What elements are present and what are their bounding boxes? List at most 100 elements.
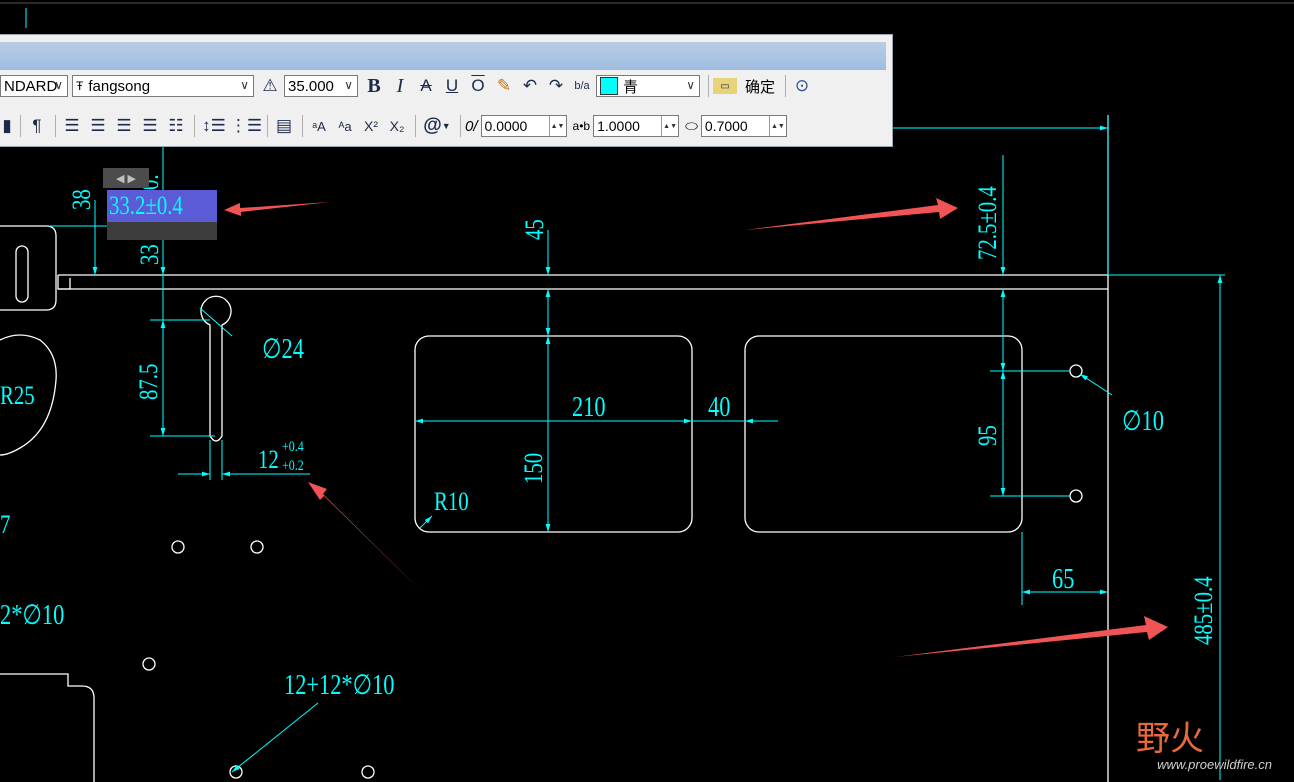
editor-nav-handle[interactable]: ◀ ▶ (103, 168, 149, 188)
dim-72: 72.5±0.4 (974, 186, 1003, 260)
height-value: 35.000 (288, 77, 334, 95)
color-select[interactable]: 青 ∨ (596, 75, 700, 97)
dim-65: 65 (1052, 564, 1074, 595)
separator (415, 115, 416, 137)
style-select[interactable]: NDARD ∨ (0, 75, 68, 97)
width-factor-icon: ⬭ (685, 117, 698, 135)
bold-button[interactable]: B (367, 74, 381, 97)
dim-10: ∅10 (1122, 406, 1164, 437)
dim-2x10: 2*∅10 (0, 600, 64, 631)
italic-button[interactable]: I (396, 74, 404, 97)
separator (708, 75, 709, 97)
separator (302, 115, 303, 137)
spinner-icon[interactable]: ▲▼ (661, 116, 678, 136)
chevron-down-icon: ▼ (441, 121, 451, 131)
watermark-url: www.proewildfire.cn (1157, 757, 1272, 772)
line-spacing-icon[interactable]: ↕☰ (202, 116, 226, 135)
red-arrow-3 (308, 482, 420, 590)
style-value: NDARD (4, 77, 58, 95)
separator (460, 115, 461, 137)
separator (20, 115, 21, 137)
width-factor-value: 0.7000 (704, 118, 748, 134)
font-select[interactable]: Ŧ fangsong ∨ (72, 75, 254, 97)
dim-12: 12 (258, 446, 279, 475)
dimension-lines (50, 115, 1225, 780)
separator (194, 115, 195, 137)
dim-485: 485±0.4 (1190, 576, 1219, 645)
align-left-icon[interactable]: ☰ (64, 116, 80, 135)
paragraph-icon[interactable]: ¶ (32, 116, 42, 135)
oblique-angle-input[interactable]: 0.0000 ▲▼ (480, 115, 567, 137)
spinner-icon[interactable]: ▲▼ (768, 116, 786, 136)
strikethrough-button[interactable]: A (420, 76, 432, 95)
editor-text-field[interactable]: 33.2±0.4 (107, 190, 217, 222)
text-height-select[interactable]: 35.000 ∨ (284, 75, 358, 97)
editor-resize-strip[interactable] (107, 222, 217, 240)
spinner-icon[interactable]: ▲▼ (548, 116, 566, 136)
toolbar-row-1: NDARD ∨ Ŧ fangsong ∨ ⚠ 35.000 ∨ B I A U … (0, 72, 816, 100)
lowercase-icon[interactable]: ᴬa (338, 118, 352, 134)
annotative-icon[interactable]: ⚠ (262, 76, 278, 95)
subscript-button[interactable]: X₂ (389, 118, 405, 134)
watermark-cn: 野火 (1136, 719, 1204, 759)
top-ruler (0, 2, 1294, 28)
red-arrow-1 (224, 202, 330, 216)
redo-icon[interactable]: ↷ (548, 76, 564, 95)
oblique-label: 0/ (465, 117, 478, 135)
annotation-arrows (224, 198, 1168, 657)
separator (267, 115, 268, 137)
ruler-icon[interactable]: ▭ (713, 78, 737, 94)
dim-r10: R10 (434, 488, 469, 517)
justify-icon[interactable]: ☰ (142, 116, 158, 135)
text-formatting-toolbar: NDARD ∨ Ŧ fangsong ∨ ⚠ 35.000 ∨ B I A U … (0, 34, 893, 147)
dim-7: 7 (0, 511, 11, 540)
dim-24: ∅24 (262, 334, 304, 365)
chevron-down-icon: ∨ (54, 78, 63, 92)
red-arrow-2 (745, 198, 958, 230)
chevron-down-icon: ∨ (344, 78, 353, 92)
overline-button[interactable]: O (471, 76, 485, 95)
mtext-editor[interactable]: ◀ ▶ 33.2±0.4 (103, 168, 217, 240)
tracking-value: 1.0000 (597, 118, 640, 134)
chevron-down-icon: ∨ (240, 78, 249, 92)
chevron-down-icon: ∨ (686, 78, 695, 92)
tracking-label: a•b (572, 119, 591, 133)
align-right-icon[interactable]: ☰ (116, 116, 132, 135)
underline-button[interactable]: U (445, 76, 459, 95)
dim-150: 150 (520, 453, 549, 484)
color-swatch (600, 77, 618, 95)
columns-icon[interactable]: ▮ (2, 116, 12, 135)
dim-95: 95 (974, 425, 1003, 446)
font-type-icon: Ŧ (76, 79, 84, 93)
editor-text[interactable]: 33.2±0.4 (109, 191, 183, 220)
ok-button[interactable]: 确定 (745, 78, 776, 96)
dim-12-sub: +0.2 (282, 457, 304, 474)
dim-33: 33 (136, 244, 165, 265)
oblique-value: 0.0000 (484, 118, 528, 134)
toolbar-titlebar[interactable] (0, 42, 886, 70)
font-value: fangsong (88, 77, 151, 95)
symbol-button[interactable]: @ ▼ (420, 114, 454, 138)
align-center-icon[interactable]: ☰ (90, 116, 106, 135)
red-arrow-4 (895, 616, 1168, 657)
dim-r25: R25 (0, 382, 35, 411)
numbering-icon[interactable]: ⋮☰ (229, 116, 263, 135)
dim-40: 40 (708, 392, 730, 423)
insert-field-icon[interactable]: ▤ (275, 116, 293, 135)
dimension-texts: 38 33 0. 45 72.5±0.4 ∅24 87.5 R25 12 +0.… (0, 174, 1219, 700)
color-value: 青 (623, 78, 639, 96)
stack-button[interactable]: b/a (574, 80, 590, 92)
dim-12x10: 12+12*∅10 (284, 670, 395, 701)
superscript-button[interactable]: X² (364, 118, 378, 134)
part-outline (0, 115, 1109, 782)
separator (785, 75, 787, 97)
tracking-input[interactable]: 1.0000 ▲▼ (593, 115, 680, 137)
width-factor-input[interactable]: 0.7000 ▲▼ (700, 115, 787, 137)
symbol-label: @ (423, 115, 442, 136)
distribute-icon[interactable]: ☷ (168, 116, 184, 135)
uppercase-icon[interactable]: ᵃA (312, 118, 326, 134)
match-format-icon[interactable]: ✎ (496, 76, 512, 95)
dim-210: 210 (572, 392, 606, 423)
undo-icon[interactable]: ↶ (522, 76, 538, 95)
options-icon[interactable]: ⊙ (794, 76, 810, 95)
